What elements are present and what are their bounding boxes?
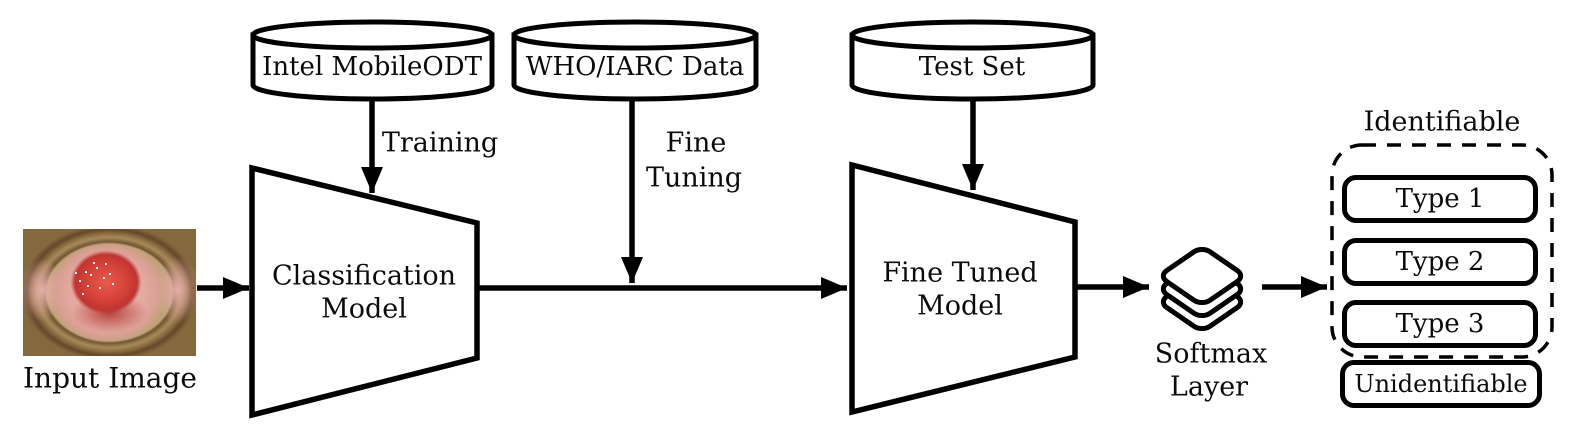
database-label-who-iarc: WHO/IARC Data xyxy=(525,52,745,82)
edge-label-tuning: Tuning xyxy=(645,162,743,194)
cylinder-body xyxy=(511,32,759,102)
input-image-photo xyxy=(23,229,196,356)
database-label-intel-mobileodt: Intel MobileODT xyxy=(262,52,482,82)
database-intel-mobileodt xyxy=(250,19,495,102)
cylinder-body xyxy=(250,32,495,102)
photo-glare-speckles xyxy=(85,271,87,273)
identifiable-group-label: Identifiable xyxy=(1363,106,1521,138)
cylinder-top xyxy=(511,19,759,51)
cylinder-body xyxy=(849,32,1096,102)
edge-label-fine: Fine xyxy=(665,127,727,159)
database-who-iarc xyxy=(511,19,759,102)
layer-sheet-top xyxy=(1159,246,1246,305)
softmax-label-line1: Softmax xyxy=(1154,338,1268,370)
class-box-unidentifiable: Unidentifiable xyxy=(1340,360,1542,408)
class-box-type-1-label: Type 1 xyxy=(1395,184,1485,214)
fine-tuned-model-label-line2: Model xyxy=(917,290,1003,322)
class-box-type-3-label: Type 3 xyxy=(1395,309,1485,339)
trapezoid-fine-tuned-model xyxy=(849,161,1078,416)
cylinder-top xyxy=(849,19,1096,51)
layers-icon xyxy=(1159,246,1246,331)
edge-label-training: Training xyxy=(381,127,499,159)
identifiable-group-box xyxy=(1330,143,1554,359)
arrows-group xyxy=(197,99,1327,299)
trapezoid-classification-model xyxy=(249,164,480,419)
classification-model-label-line2: Model xyxy=(321,293,407,325)
class-box-type-3: Type 3 xyxy=(1342,300,1538,348)
classification-model-label-line1: Classification xyxy=(271,260,457,292)
class-box-type-2-label: Type 2 xyxy=(1395,247,1485,277)
class-box-type-1: Type 1 xyxy=(1342,175,1538,223)
softmax-label-line2: Layer xyxy=(1169,371,1249,403)
class-box-type-2: Type 2 xyxy=(1342,238,1538,286)
input-image-caption: Input Image xyxy=(22,361,198,395)
database-test-set xyxy=(849,19,1096,102)
fine-tuned-model-label-line1: Fine Tuned xyxy=(882,257,1038,289)
database-label-test-set: Test Set xyxy=(918,52,1026,82)
cylinder-top xyxy=(250,19,495,51)
class-box-unidentifiable-label: Unidentifiable xyxy=(1354,370,1528,398)
